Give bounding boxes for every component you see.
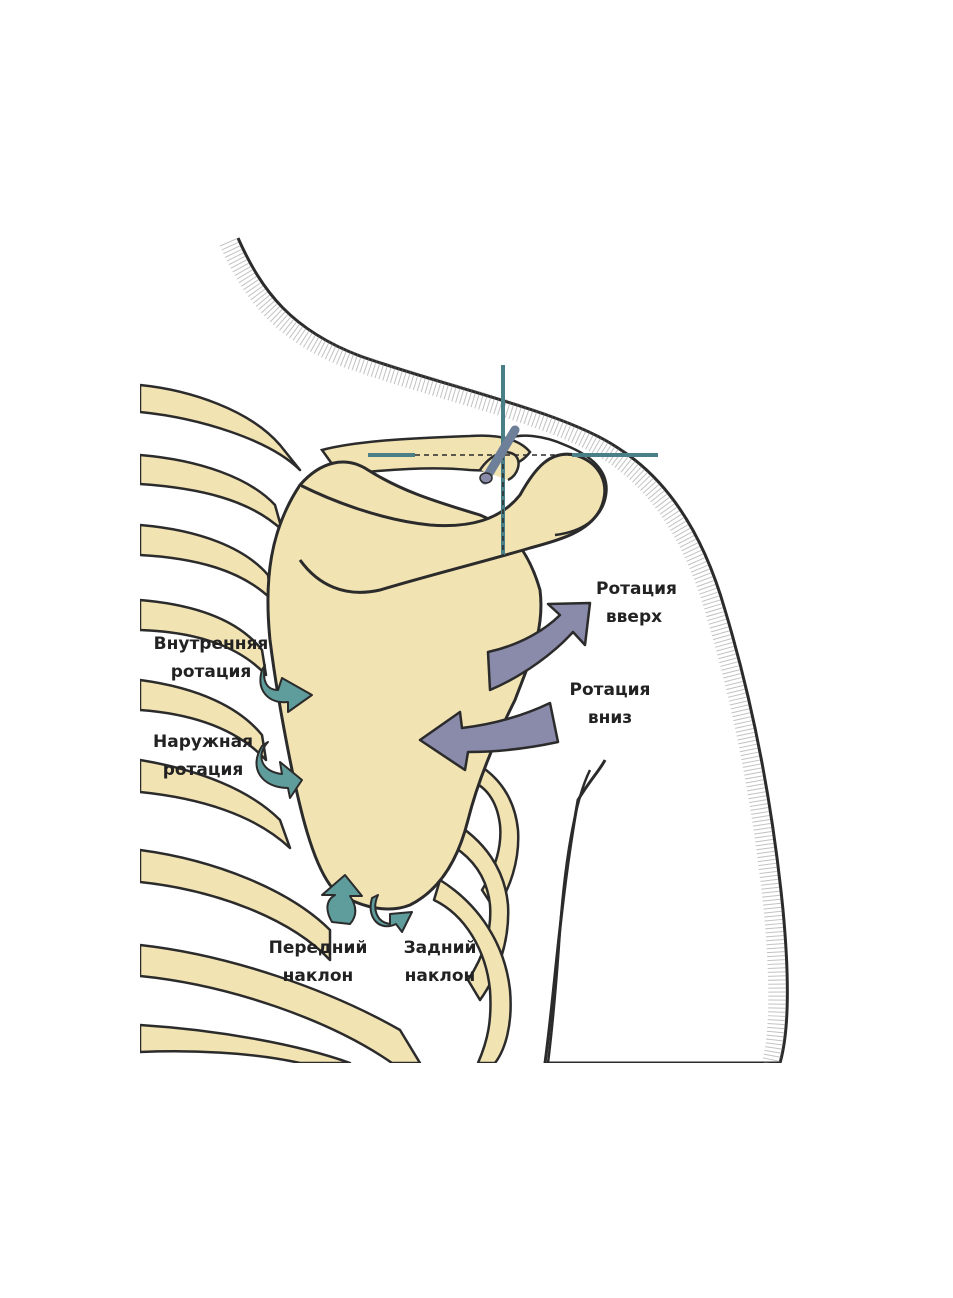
arrow-internal-rotation	[259, 664, 313, 713]
label-internal-rotation-line1: Внутренняя	[153, 634, 269, 654]
label-posterior-tilt-line1: Задний	[403, 938, 477, 958]
scapular-spine	[298, 452, 607, 594]
ribs	[140, 383, 422, 1063]
label-upward-rotation: Ротация вверх	[596, 575, 677, 631]
axis-oblique	[480, 425, 520, 485]
arm-inner-line	[546, 769, 592, 1063]
arrow-downward-rotation	[418, 701, 560, 772]
label-anterior-tilt-line1: Передний	[268, 938, 368, 958]
label-anterior-tilt-line2: наклон	[282, 966, 354, 986]
label-external-rotation-line1: Наружная	[153, 732, 253, 752]
label-downward-rotation-line2: вниз	[587, 708, 633, 728]
arrow-upward-rotation	[486, 601, 592, 692]
label-anterior-tilt: Передний наклон	[262, 934, 374, 990]
label-posterior-tilt-line2: наклон	[404, 966, 476, 986]
label-downward-rotation: Ротация вниз	[566, 676, 654, 732]
label-upward-rotation-line1: Ротация	[596, 579, 677, 599]
ribs-right	[432, 758, 520, 1063]
arrow-anterior-tilt	[321, 874, 363, 925]
arrow-external-rotation	[255, 741, 303, 799]
label-internal-rotation: Внутренняя ротация	[148, 630, 274, 686]
label-internal-rotation-line2: ротация	[170, 662, 252, 682]
acromion	[504, 434, 608, 537]
label-external-rotation: Наружная ротация	[148, 728, 258, 784]
label-downward-rotation-line1: Ротация	[569, 680, 651, 700]
label-external-rotation-line2: ротация	[162, 760, 244, 780]
label-upward-rotation-line2: вверх	[605, 607, 663, 627]
label-posterior-tilt: Задний наклон	[396, 934, 484, 990]
arrow-posterior-tilt	[369, 894, 413, 933]
axis-oblique-end	[479, 472, 493, 484]
